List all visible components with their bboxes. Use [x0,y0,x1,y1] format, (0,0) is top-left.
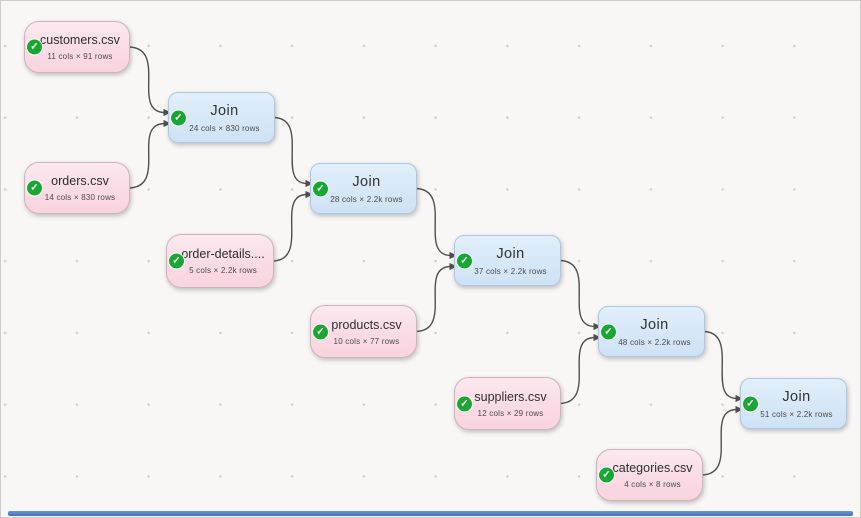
node-stats: 28 cols × 2.2k rows [330,194,403,204]
node-categories[interactable]: ✓ categories.csv 4 cols × 8 rows [596,449,703,501]
node-title: order-details.... [181,247,265,261]
node-title: products.csv [331,317,402,332]
bottom-status-bar [8,511,853,516]
node-stats: 51 cols × 2.2k rows [760,409,833,419]
status-ok-check-icon: ✓ [313,181,328,196]
node-suppliers[interactable]: ✓ suppliers.csv 12 cols × 29 rows [454,377,561,430]
node-title: Join [496,245,525,262]
edge-join3-to-join4 [558,259,596,328]
node-products[interactable]: ✓ products.csv 10 cols × 77 rows [310,305,417,358]
node-stats: 14 cols × 830 rows [44,193,116,202]
status-ok-check-icon: ✓ [313,324,328,339]
edge-products-to-join3 [414,265,452,333]
node-title: categories.csv [612,461,693,475]
node-title: Join [640,316,669,333]
status-ok-check-icon: ✓ [743,396,758,411]
node-customers[interactable]: ✓ customers.csv 11 cols × 91 rows [24,21,130,73]
status-ok-check-icon: ✓ [27,180,42,196]
node-stats: 12 cols × 29 rows [477,408,544,418]
node-join3[interactable]: ✓ Join 37 cols × 2.2k rows [454,235,561,286]
node-title: Join [352,173,381,190]
node-orders[interactable]: ✓ orders.csv 14 cols × 830 rows [24,162,130,214]
node-stats: 4 cols × 8 rows [624,480,681,489]
node-order_details[interactable]: ✓ order-details.... 5 cols × 2.2k rows [166,234,274,288]
node-join2[interactable]: ✓ Join 28 cols × 2.2k rows [310,163,417,214]
node-stats: 10 cols × 77 rows [333,336,400,346]
edge-join1-to-join2 [272,116,308,185]
node-stats: 48 cols × 2.2k rows [618,337,691,347]
node-stats: 24 cols × 830 rows [189,123,260,133]
node-title: Join [782,388,811,405]
node-title: suppliers.csv [474,389,547,404]
node-join4[interactable]: ✓ Join 48 cols × 2.2k rows [598,306,705,357]
status-ok-check-icon: ✓ [169,253,184,269]
edge-orders-to-join1 [127,122,166,189]
node-stats: 37 cols × 2.2k rows [474,266,547,276]
node-title: customers.csv [40,33,120,47]
status-ok-check-icon: ✓ [171,110,186,125]
edge-categories-to-join5 [700,408,738,476]
edge-join4-to-join5 [702,330,738,400]
node-join1[interactable]: ✓ Join 24 cols × 830 rows [168,92,275,143]
edge-order_details-to-join2 [271,193,308,262]
node-title: orders.csv [51,174,109,188]
status-ok-check-icon: ✓ [457,253,472,268]
status-ok-check-icon: ✓ [27,39,42,55]
status-ok-check-icon: ✓ [457,396,472,411]
node-stats: 5 cols × 2.2k rows [189,266,257,275]
edge-customers-to-join1 [127,46,166,114]
edge-suppliers-to-join4 [558,336,596,405]
node-title: Join [210,102,239,119]
status-ok-check-icon: ✓ [601,324,616,339]
edge-join2-to-join3 [414,187,452,257]
status-ok-check-icon: ✓ [599,467,614,483]
node-join5[interactable]: ✓ Join 51 cols × 2.2k rows [740,378,847,429]
node-stats: 11 cols × 91 rows [47,52,113,61]
